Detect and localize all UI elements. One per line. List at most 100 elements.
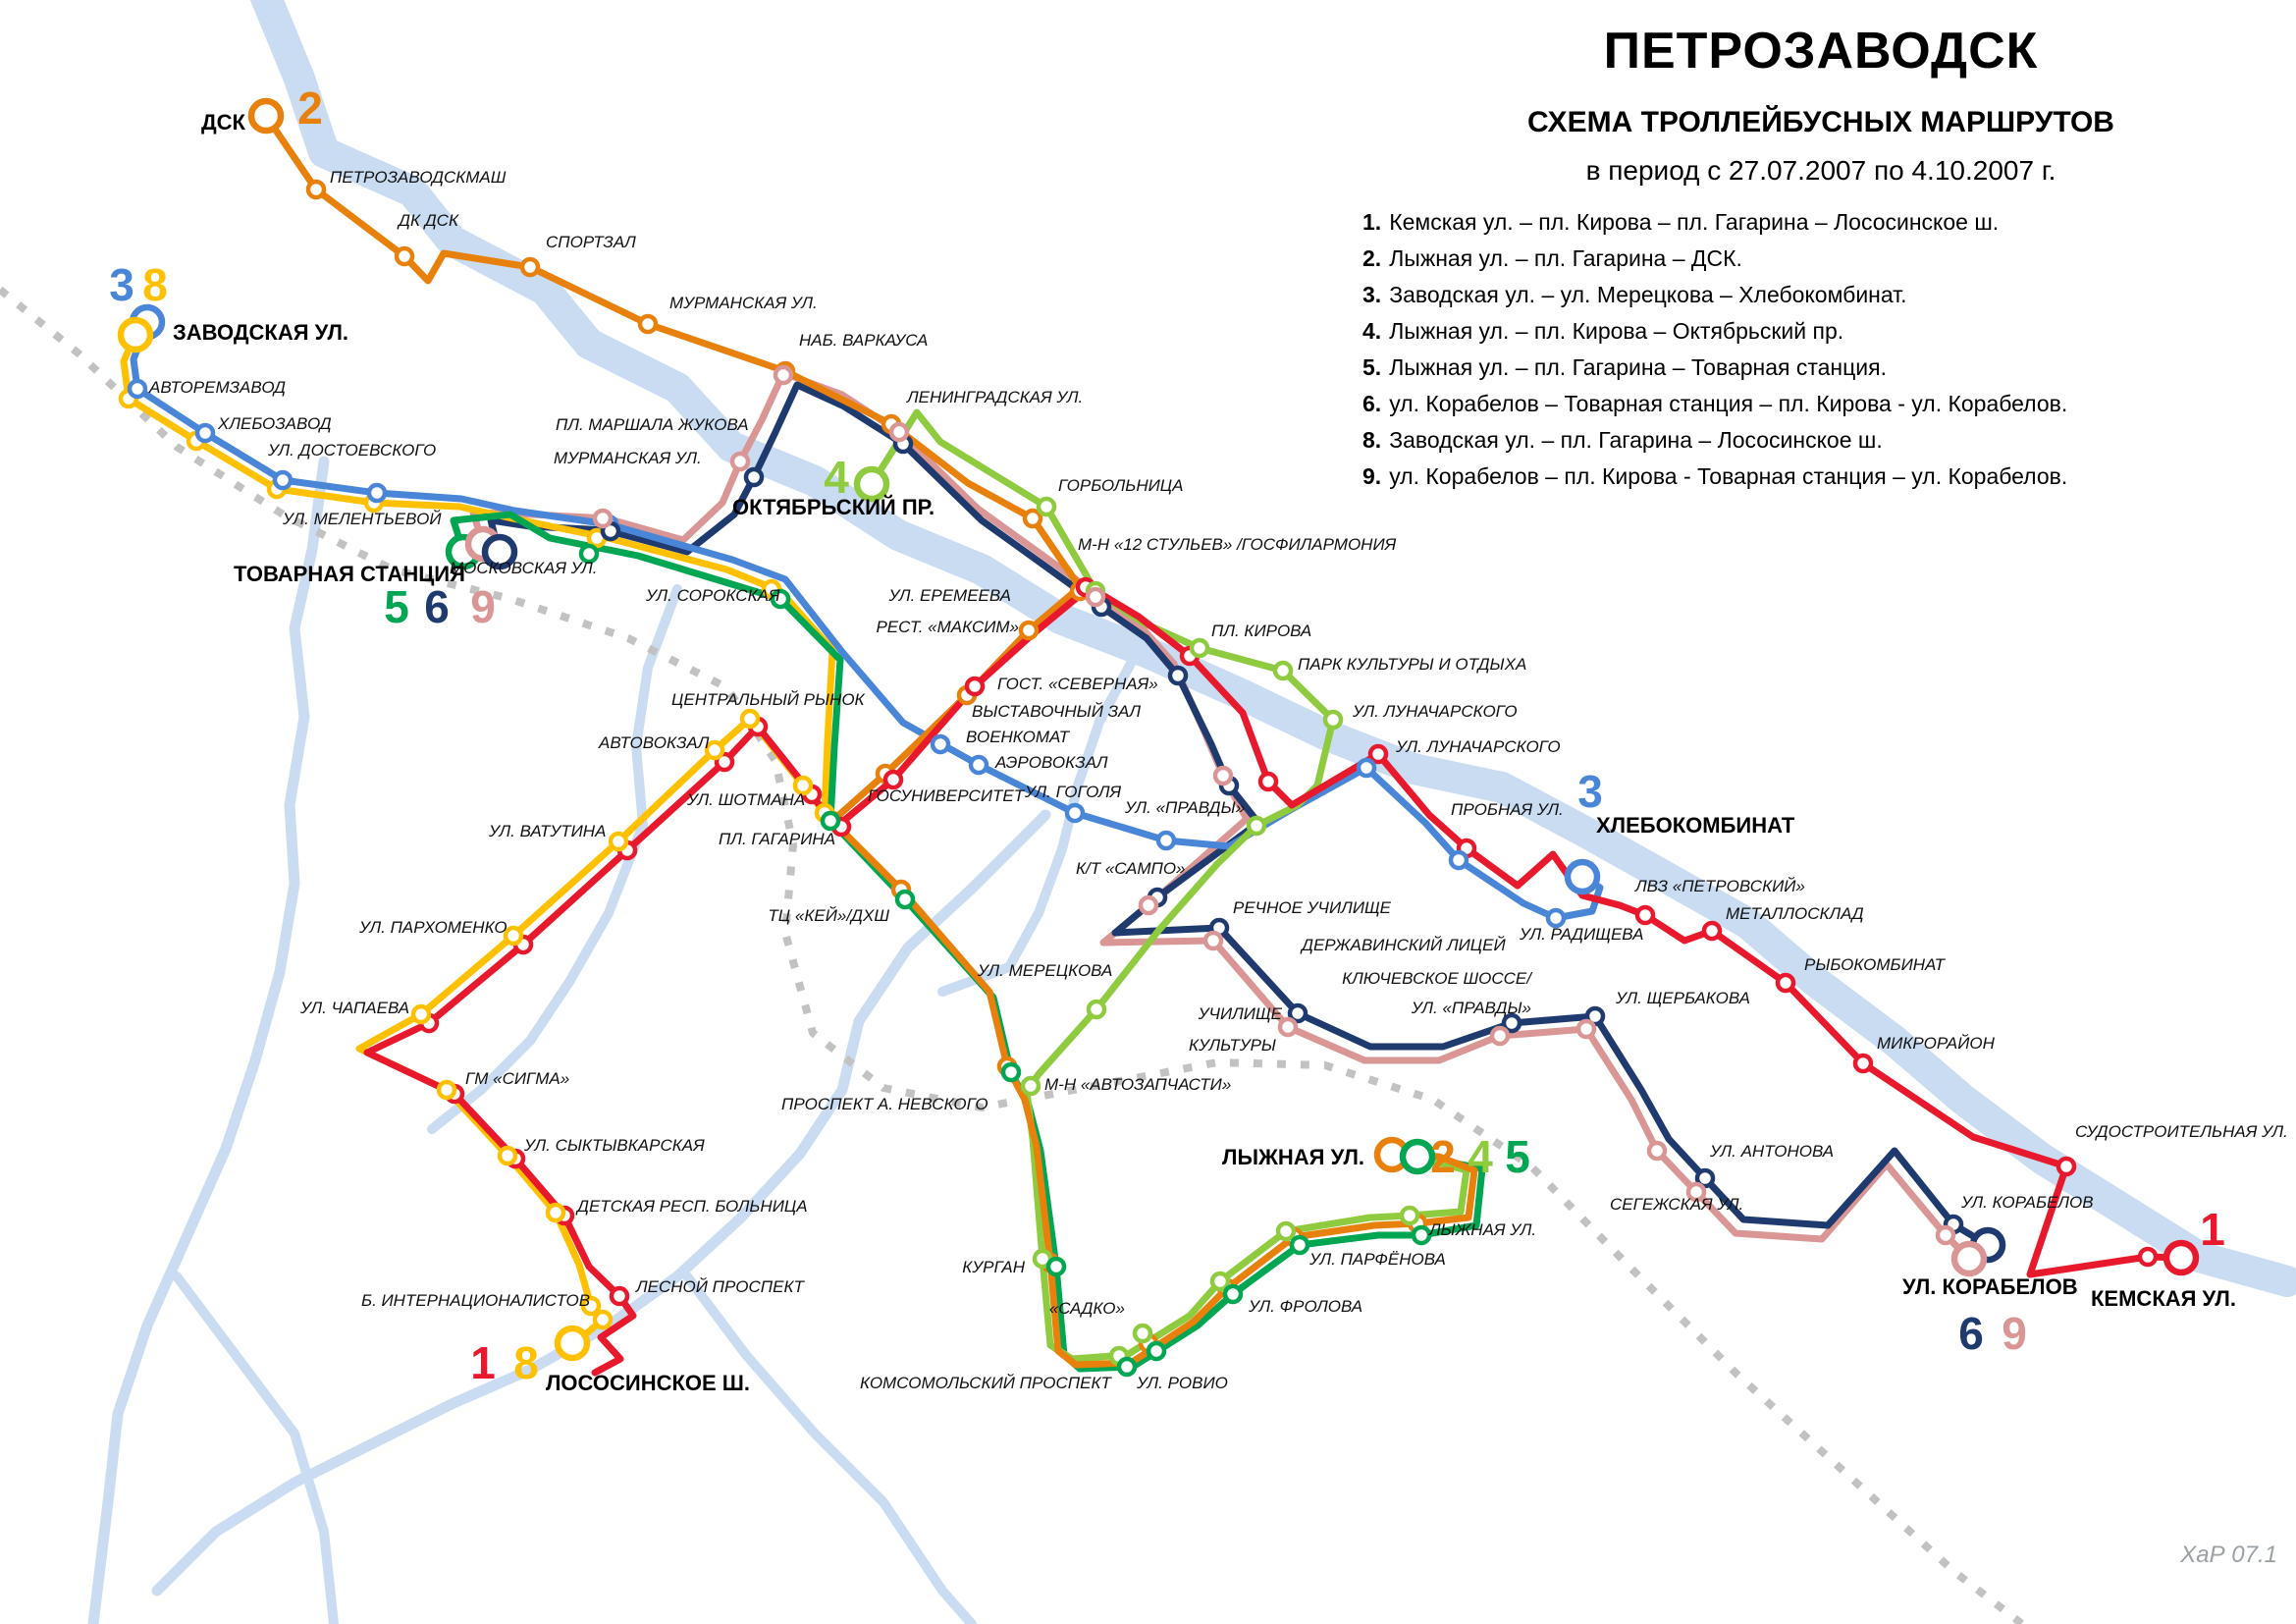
stop-marker: [1222, 1283, 1244, 1305]
stop-label: ХЛЕБОЗАВОД: [217, 414, 332, 433]
river-1: [87, 456, 330, 1624]
stop-marker: [1132, 1323, 1153, 1344]
stop-marker: [609, 1285, 630, 1307]
stop-marker: [1277, 1016, 1299, 1038]
stop-label: УЛ. «ПРАВДЫ»: [1124, 798, 1245, 817]
stop-marker: [1545, 907, 1567, 929]
stop-marker: [1000, 1061, 1022, 1083]
stop-marker: [888, 421, 910, 443]
validity-period: в период с 27.07.2007 по 4.10.2007 г.: [1585, 155, 2056, 186]
route-line-2: [262, 112, 1478, 1369]
stop-label: УЛ. МЕРЕЦКОВА: [977, 961, 1112, 980]
route-number-badge-9: 9: [470, 581, 496, 632]
terminal-marker: [2163, 1239, 2200, 1276]
stop-marker: [1367, 743, 1389, 765]
terminal-label: ХЛЕБОКОМБИНАТ: [1596, 813, 1795, 838]
railway-line-1: [0, 286, 2025, 1624]
route-legend-number: 4.: [1362, 318, 1382, 344]
stop-marker: [743, 466, 765, 488]
stop-marker: [1322, 709, 1344, 731]
terminal-marker: [853, 465, 890, 503]
stop-label: Б. ИНТЕРНАЦИОНАЛИСТОВ: [361, 1291, 590, 1310]
stop-label: ДЕРЖАВИНСКИЙ ЛИЦЕЙ: [1300, 935, 1506, 954]
stop-label: УЛ. ЛУНАЧАРСКОГО: [1352, 702, 1518, 721]
stop-marker: [739, 708, 761, 730]
route-legend-number: 2.: [1362, 245, 1382, 271]
stop-marker: [1634, 904, 1656, 926]
stop-label: ГОСУНИВЕРСИТЕТ: [868, 786, 1026, 805]
stop-label: УЛ. СЫКТЫВКАРСКАЯ: [523, 1136, 705, 1155]
stop-label: УЛ. МЕЛЕНТЬЕВОЙ: [282, 509, 442, 528]
terminal-marker: [117, 316, 154, 353]
stop-marker: [1064, 802, 1086, 824]
route-legend-number: 5.: [1362, 354, 1382, 380]
stop-label: ВОЕНКОМАТ: [966, 728, 1071, 746]
route-number-badge-6: 6: [1958, 1308, 1984, 1359]
stop-marker: [1272, 660, 1294, 681]
stop-label: ГОРБОЛЬНИЦА: [1058, 476, 1183, 495]
stop-marker: [1246, 815, 1267, 837]
stop-marker: [592, 1309, 614, 1330]
stop-marker: [1584, 1005, 1606, 1027]
stop-marker: [608, 831, 629, 852]
terminal-label: ЛОСОСИНСКОЕ Ш.: [546, 1371, 750, 1395]
route-number-badge-8: 8: [513, 1337, 539, 1388]
map-header: ПЕТРОЗАВОДСК СХЕМА ТРОЛЛЕЙБУСНЫХ МАРШРУТ…: [1355, 22, 2287, 495]
route-legend-desc: Кемская ул. – пл. Кирова – пл. Гагарина …: [1389, 209, 2000, 235]
route-legend-item-3: 3.Заводская ул. – ул. Мерецкова – Хлебок…: [1362, 277, 2287, 313]
stop-marker: [1287, 1002, 1308, 1024]
stop-marker: [194, 422, 216, 444]
author-credit: ХаР 07.1: [2180, 1542, 2277, 1568]
terminal-marker: [554, 1325, 591, 1362]
stop-marker: [305, 179, 327, 200]
terminal-label: ДСК: [201, 110, 246, 135]
stop-label: ПЛ. МАРШАЛА ЖУКОВА: [556, 415, 749, 434]
terminal-label: УЛ. КОРАБЕЛОВ: [1902, 1274, 2078, 1299]
stop-label: УЛ. АНТОНОВА: [1709, 1142, 1834, 1161]
stop-marker: [964, 676, 986, 697]
stop-marker: [1018, 620, 1040, 641]
route-legend-number: 8.: [1362, 427, 1382, 453]
stop-label: СУДОСТРОИТЕЛЬНАЯ УЛ.: [2075, 1122, 2288, 1141]
route-legend-desc: Заводская ул. – ул. Мерецкова – Хлебоком…: [1389, 282, 1907, 307]
route-legend-number: 9.: [1362, 463, 1382, 489]
stop-label: ПЛ. КИРОВА: [1211, 622, 1311, 640]
terminal-marker: [1950, 1240, 1988, 1277]
route-legend-item-5: 5.Лыжная ул. – пл. Гагарина – Товарная с…: [1362, 350, 2287, 386]
stop-marker: [1036, 496, 1057, 517]
stop-label: ЛЕНИНГРАДСКАЯ УЛ.: [906, 388, 1083, 406]
route-number-badge-5: 5: [384, 581, 409, 632]
stop-marker: [503, 925, 524, 947]
stop-label: МЕТАЛЛОСКЛАД: [1726, 904, 1864, 923]
route-number-badge-1: 1: [470, 1337, 496, 1388]
stop-marker: [1685, 1181, 1707, 1203]
stop-marker: [770, 588, 791, 610]
stop-marker: [2056, 1156, 2077, 1177]
stop-label: УЛ. КОРАБЕЛОВ: [1960, 1193, 2094, 1212]
stop-label: ПРОСПЕКТ А. НЕВСКОГО: [781, 1095, 988, 1113]
stop-marker: [704, 739, 725, 761]
route-number-badge-2: 2: [1430, 1131, 1456, 1182]
route-legend-number: 1.: [1362, 209, 1382, 235]
terminal-label: ОКТЯБРЬСКИЙ ПР.: [732, 495, 934, 519]
stop-label: К/Т «САМПО»: [1076, 859, 1186, 878]
stop-marker: [1257, 771, 1279, 792]
stop-label: АВТОВОКЗАЛ: [598, 733, 710, 752]
route-legend-item-8: 8.Заводская ул. – пл. Гагарина – Лососин…: [1362, 422, 2287, 459]
stop-label: УЛ. РОВИО: [1136, 1374, 1228, 1392]
terminal-label: ЛЫЖНАЯ УЛ.: [1222, 1145, 1364, 1169]
city-title: ПЕТРОЗАВОДСК: [1603, 23, 2039, 80]
terminal-marker: [481, 533, 518, 570]
stop-label: ГОСТ. «СЕВЕРНАЯ»: [997, 675, 1158, 693]
stop-label: УЛ. ЧАПАЕВА: [299, 999, 409, 1017]
stop-marker: [1356, 757, 1377, 779]
stop-marker: [1209, 1271, 1231, 1292]
route-number-badge-8: 8: [142, 259, 168, 310]
route-number-badge-3: 3: [109, 259, 134, 310]
stop-label: М-Н «АВТОЗАПЧАСТИ»: [1044, 1075, 1231, 1094]
stop-label: УЛ. ГОГОЛЯ: [1024, 783, 1121, 801]
route-legend-item-4: 4.Лыжная ул. – пл. Кирова – Октябрьский …: [1362, 313, 2287, 350]
stop-label: УЛ. «ПРАВДЫ»: [1411, 999, 1531, 1017]
stop-marker: [1085, 586, 1106, 608]
stop-label: КОМСОМОЛЬСКИЙ ПРОСПЕКТ: [860, 1373, 1112, 1392]
